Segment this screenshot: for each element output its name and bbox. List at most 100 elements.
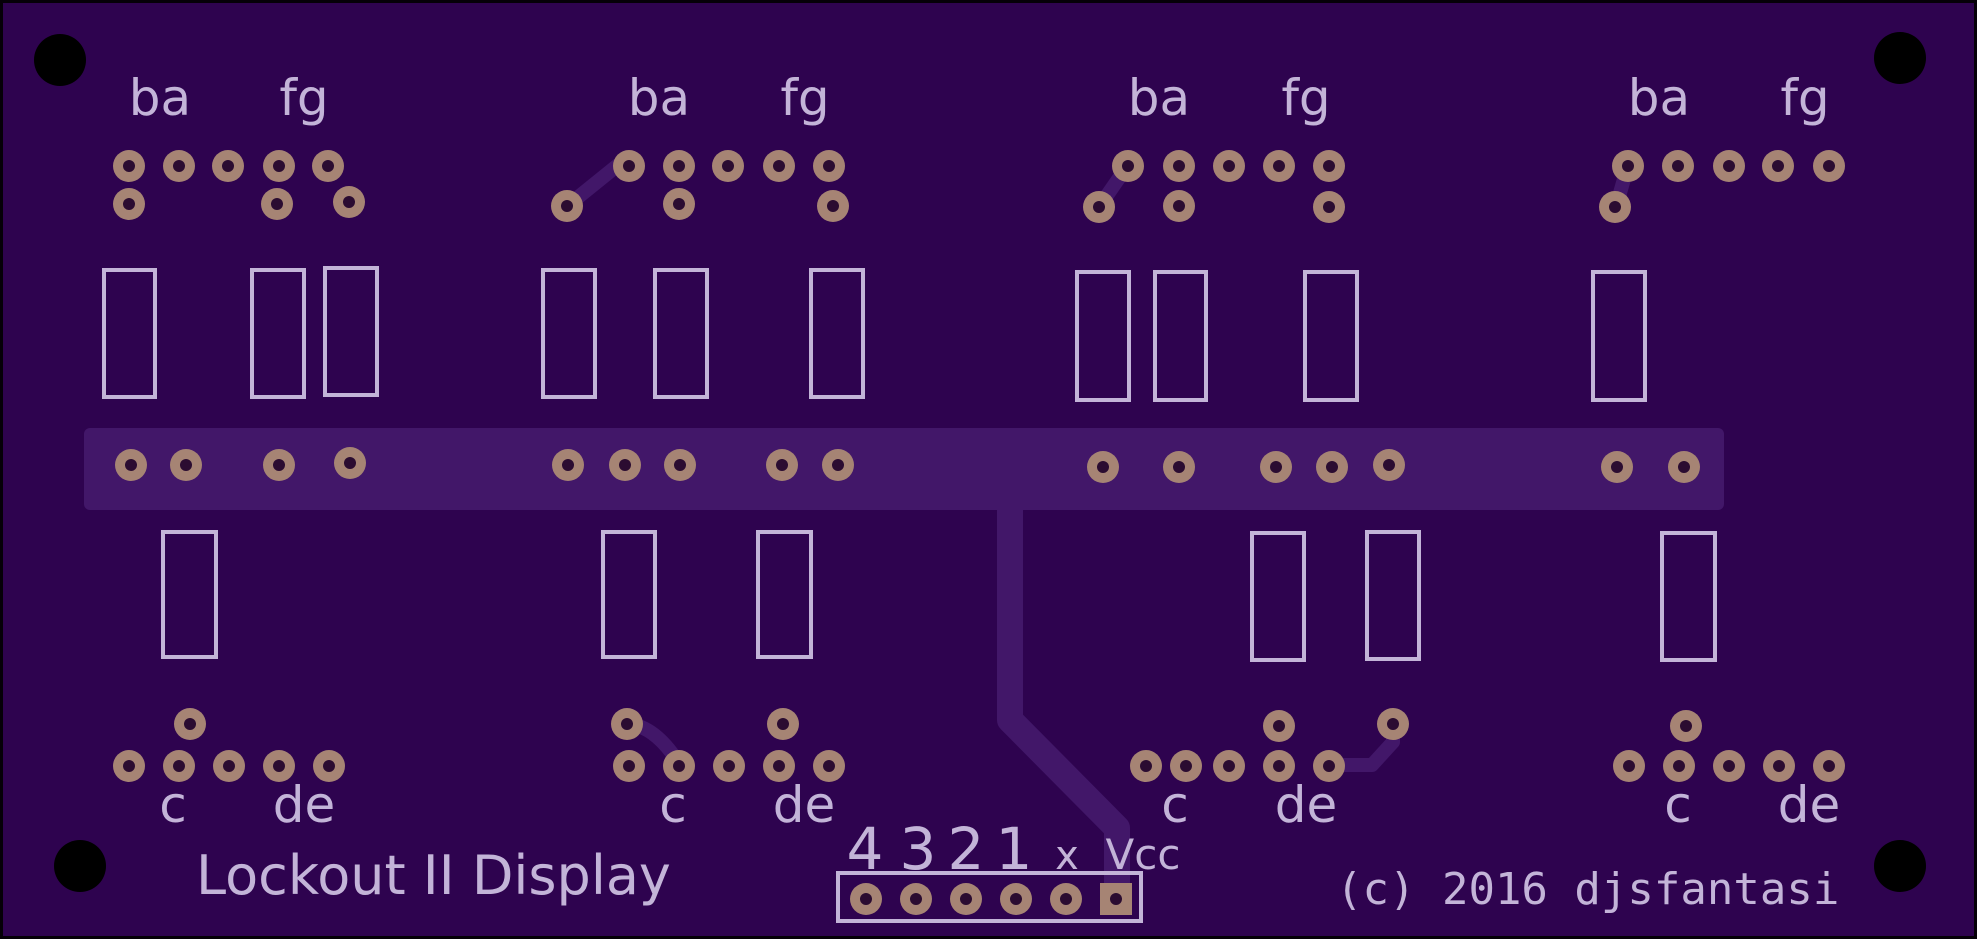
pad-drill [173, 160, 185, 172]
mounting-hole [1874, 32, 1926, 84]
pad-drill [1060, 893, 1072, 905]
segment-outline [653, 268, 709, 399]
pad-drill [1611, 461, 1623, 473]
pad-drill [823, 160, 835, 172]
pad-drill [673, 198, 685, 210]
pad-drill [1772, 160, 1784, 172]
pad-drill [623, 760, 635, 772]
pad-drill [1723, 760, 1735, 772]
top-label-fg: fg [780, 69, 829, 127]
segment-outline [1591, 270, 1647, 402]
pad-drill [1623, 760, 1635, 772]
pad-drill [1122, 160, 1134, 172]
pad-drill [1323, 160, 1335, 172]
bottom-label-de: de [1778, 776, 1841, 834]
pads [113, 150, 1845, 915]
pad-drill [619, 459, 631, 471]
segment-outlines [102, 266, 1717, 662]
pad-drill [123, 160, 135, 172]
segment-outline [1250, 531, 1306, 662]
pad-drill [960, 893, 972, 905]
segment-outline [541, 268, 597, 399]
pad-drill [621, 718, 633, 730]
pad-drill [1823, 760, 1835, 772]
header-connector: 4 3 2 1 x Vcc [836, 815, 1181, 923]
pad-drill [123, 760, 135, 772]
pin-label-4: 4 [847, 815, 884, 883]
pad-drill [910, 893, 922, 905]
pad-drill [722, 160, 734, 172]
pad-drill [1723, 160, 1735, 172]
pad-drill [344, 457, 356, 469]
top-label-ba: ba [1128, 69, 1190, 127]
connector-outline [836, 871, 1143, 923]
top-label-ba: ba [129, 69, 191, 127]
pin-label-x: x [1055, 833, 1079, 879]
top-label-fg: fg [1281, 69, 1330, 127]
pad-drill [827, 200, 839, 212]
pad-drill [222, 160, 234, 172]
pad-drill [1097, 461, 1109, 473]
pad-drill [1673, 760, 1685, 772]
top-label-fg: fg [279, 69, 328, 127]
pad-drill [1180, 760, 1192, 772]
bottom-label-de: de [1275, 776, 1338, 834]
pad-drill [1383, 459, 1395, 471]
pad-drill [673, 760, 685, 772]
top-label-ba: ba [1628, 69, 1690, 127]
bottom-label-c: c [1161, 776, 1189, 834]
pad-drill [1609, 201, 1621, 213]
pad-drill [1323, 201, 1335, 213]
digit-2-labels: ba fg c de [628, 69, 835, 834]
pad-drill [125, 459, 137, 471]
board-title: Lockout II Display [196, 844, 671, 907]
segment-outline [1303, 270, 1359, 402]
pad-drill [273, 160, 285, 172]
pad-drill [674, 459, 686, 471]
pad-drill [273, 459, 285, 471]
bottom-label-c: c [1664, 776, 1692, 834]
pad-drill [322, 160, 334, 172]
pad-drill [1173, 200, 1185, 212]
pad-drill [173, 760, 185, 772]
top-label-fg: fg [1780, 69, 1829, 127]
segment-outline [1075, 270, 1131, 402]
pad-drill [860, 893, 872, 905]
pad-drill [773, 760, 785, 772]
pad-drill [1672, 160, 1684, 172]
pad-drill [273, 760, 285, 772]
pin-label-1: 1 [996, 815, 1033, 883]
pad-drill [1773, 760, 1785, 772]
digit-3-labels: ba fg c de [1128, 69, 1337, 834]
segment-outline [102, 268, 157, 399]
pad-drill [1093, 201, 1105, 213]
pad-drill [1678, 461, 1690, 473]
bus-trace [84, 428, 1724, 510]
digit-1-labels: ba fg c de [129, 69, 335, 834]
vcc-trace [997, 505, 1130, 895]
bottom-label-c: c [159, 776, 187, 834]
pad-drill [184, 718, 196, 730]
pad-drill [1010, 893, 1022, 905]
pin-label-vcc: Vcc [1106, 830, 1181, 879]
pad-drill [1223, 160, 1235, 172]
mounting-hole [34, 34, 86, 86]
segment-outline [1153, 270, 1208, 402]
pad-drill [1273, 160, 1285, 172]
pad-drill [1387, 718, 1399, 730]
pad-drill [832, 459, 844, 471]
pad-drill [1823, 160, 1835, 172]
copyright-text: (c) 2016 djsfantasi [1336, 864, 1839, 915]
pad-drill [1173, 160, 1185, 172]
pad-drill [1326, 461, 1338, 473]
bottom-label-de: de [273, 776, 336, 834]
segment-outline [161, 530, 218, 659]
pad-drill [223, 760, 235, 772]
segment-outline [809, 268, 865, 399]
top-label-ba: ba [628, 69, 690, 127]
pad-drill [777, 718, 789, 730]
segment-outline [1660, 531, 1717, 662]
pin-label-2: 2 [948, 815, 985, 883]
pad-drill [773, 160, 785, 172]
